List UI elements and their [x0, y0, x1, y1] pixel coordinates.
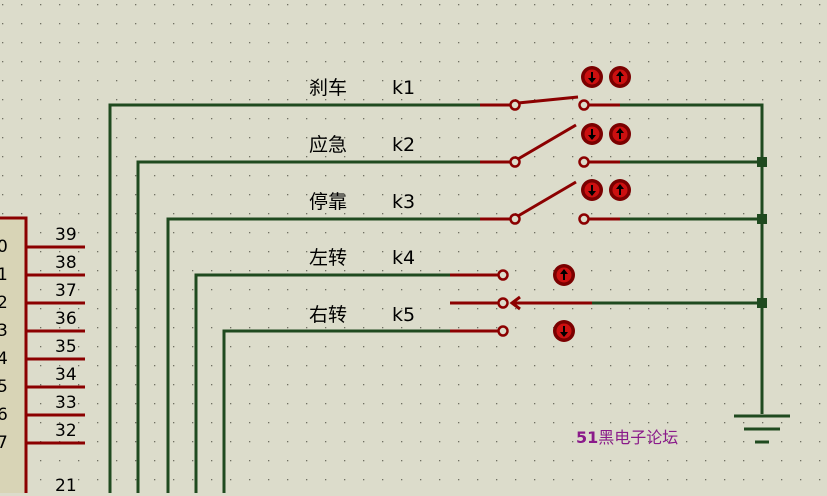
pin-label: 4	[0, 349, 8, 369]
arrow-down-icon[interactable]	[581, 66, 603, 88]
pin-number: 33	[55, 393, 77, 413]
switch-label-k2-ref: k2	[392, 134, 416, 156]
pin-number: 21	[55, 476, 77, 496]
pin-number: 38	[55, 253, 77, 273]
pin-number: 39	[55, 225, 77, 245]
pin-label: 0	[0, 237, 8, 257]
switch-label-k5-name: 右转	[309, 304, 348, 326]
pin-number: 35	[55, 337, 77, 357]
arrow-down-icon[interactable]	[581, 123, 603, 145]
pin-label: 1	[0, 265, 8, 285]
pin-label: 5	[0, 377, 8, 397]
switch-k3[interactable]	[480, 180, 620, 225]
switch-label-k2-name: 应急	[309, 134, 348, 156]
switch-label-k1-ref: k1	[392, 77, 416, 99]
signal-wires[interactable]	[108, 103, 480, 493]
watermark-text: 黑电子论坛	[598, 428, 679, 447]
switch-k2[interactable]	[480, 123, 620, 168]
switch-label-k3-name: 停靠	[309, 191, 348, 213]
mcu-pins[interactable]	[26, 245, 85, 445]
switch-label-k1-name: 刹车	[309, 77, 348, 99]
pin-number: 36	[55, 309, 77, 329]
arrow-up-icon[interactable]	[609, 123, 631, 145]
pin-number: 37	[55, 281, 77, 301]
common-bus[interactable]	[592, 103, 764, 414]
switch-label-k4-ref: k4	[392, 247, 416, 269]
pin-label: 7	[0, 433, 8, 453]
pin-label: 3	[0, 321, 8, 341]
pin-label: 6	[0, 405, 8, 425]
switch-label-k5-ref: k5	[392, 304, 416, 326]
watermark: 51黑电子论坛	[576, 424, 678, 448]
arrow-up-icon[interactable]	[609, 66, 631, 88]
pin-number: 34	[55, 365, 77, 385]
switch-k1[interactable]	[480, 95, 620, 111]
arrow-up-icon[interactable]	[553, 264, 575, 286]
pin-label: 2	[0, 293, 8, 313]
arrow-down-icon[interactable]	[553, 320, 575, 342]
ground-icon	[734, 414, 790, 444]
switch-label-k4-name: 左转	[309, 247, 348, 269]
mcu-chip	[0, 216, 28, 493]
arrow-down-icon[interactable]	[581, 179, 603, 201]
switch-label-k3-ref: k3	[392, 191, 416, 213]
watermark-prefix: 51	[576, 428, 599, 447]
pin-number: 32	[55, 421, 77, 441]
switch-k4-k5[interactable]	[450, 269, 592, 337]
junction-dots	[757, 157, 767, 308]
arrow-up-icon[interactable]	[609, 179, 631, 201]
